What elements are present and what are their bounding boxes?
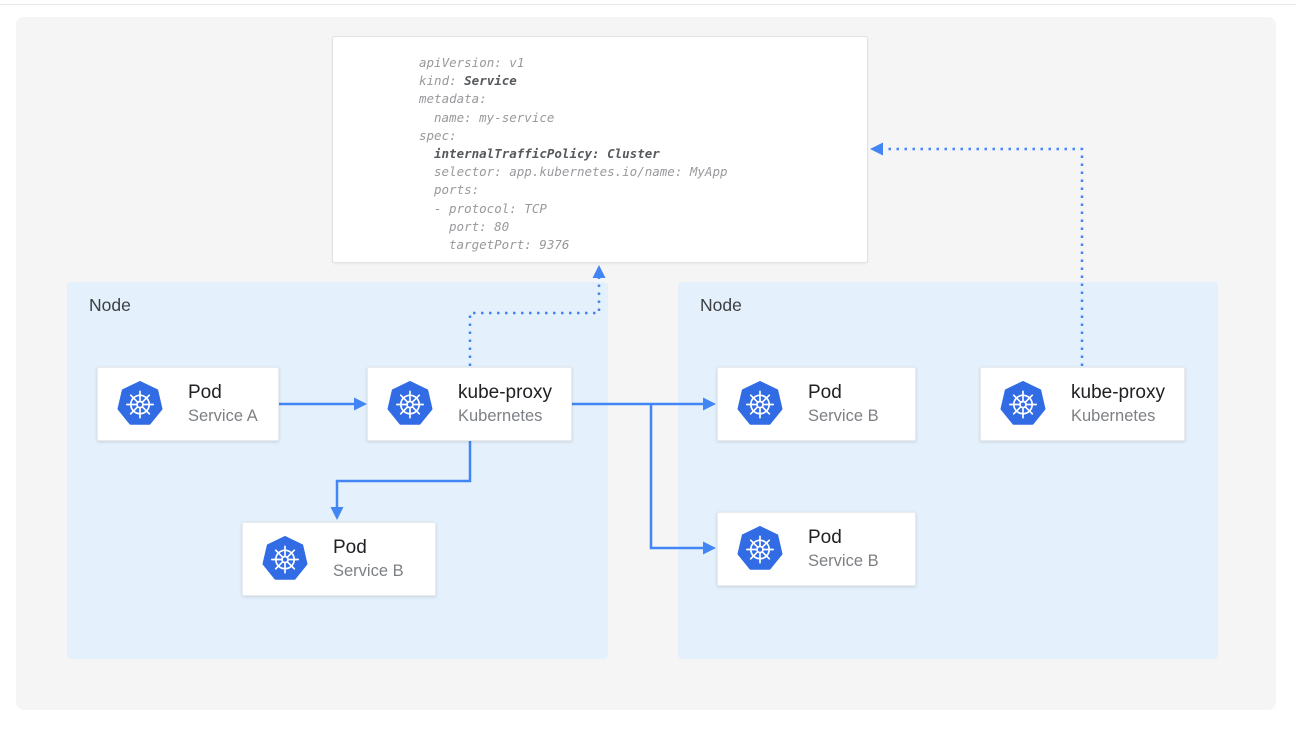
yaml-code-line: selector: app.kubernetes.io/name: MyApp xyxy=(434,164,728,180)
yaml-code-line: targetPort: 9376 xyxy=(449,237,570,253)
card-title: Pod xyxy=(808,526,842,548)
card-subtitle: Service B xyxy=(808,406,879,425)
card-subtitle: Service B xyxy=(333,561,404,580)
yaml-manifest-panel: apiVersion: v1 kind: Service metadata: name… xyxy=(332,36,868,263)
card-subtitle: Service B xyxy=(808,551,879,570)
card-title: kube-proxy xyxy=(458,381,552,403)
node-box-right: Node xyxy=(678,282,1218,659)
kubernetes-icon xyxy=(1000,381,1046,427)
yaml-code: apiVersion: v1 kind: Service metadata: name… xyxy=(419,54,857,254)
card-title: kube-proxy xyxy=(1071,381,1165,403)
card-title: Pod xyxy=(808,381,842,403)
yaml-code-line: internalTrafficPolicy: Cluster xyxy=(434,146,660,162)
card-pod-service-a: Pod Service A xyxy=(97,367,279,441)
card-subtitle: Kubernetes xyxy=(1071,406,1156,425)
kubernetes-icon xyxy=(117,381,163,427)
card-pod-service-b-right-top: Pod Service B xyxy=(717,367,916,441)
yaml-code-line: metadata: xyxy=(419,91,487,107)
node-label: Node xyxy=(700,295,742,315)
yaml-code-line: ports: xyxy=(434,182,480,198)
card-subtitle: Service A xyxy=(188,406,258,425)
card-pod-service-b-right-bottom: Pod Service B xyxy=(717,512,916,586)
top-divider xyxy=(0,4,1296,5)
card-title: Pod xyxy=(333,536,367,558)
yaml-code-line: name: my-service xyxy=(434,109,555,125)
kubernetes-icon xyxy=(737,381,783,427)
kubernetes-icon xyxy=(387,381,433,427)
node-box-left: Node xyxy=(67,282,608,659)
kubernetes-icon xyxy=(737,526,783,572)
card-kube-proxy-right: kube-proxy Kubernetes xyxy=(980,367,1185,441)
yaml-code-line: spec: xyxy=(419,127,457,143)
yaml-code-line: kind: Service xyxy=(419,73,517,89)
yaml-code-line: - protocol: TCP xyxy=(434,200,547,216)
card-pod-service-b-left: Pod Service B xyxy=(242,522,436,596)
yaml-code-line: port: 80 xyxy=(449,218,510,234)
node-label: Node xyxy=(89,295,131,315)
card-title: Pod xyxy=(188,381,222,403)
yaml-code-line: apiVersion: v1 xyxy=(419,55,525,70)
kubernetes-icon xyxy=(262,536,308,582)
card-kube-proxy-left: kube-proxy Kubernetes xyxy=(367,367,572,441)
card-subtitle: Kubernetes xyxy=(458,406,543,425)
